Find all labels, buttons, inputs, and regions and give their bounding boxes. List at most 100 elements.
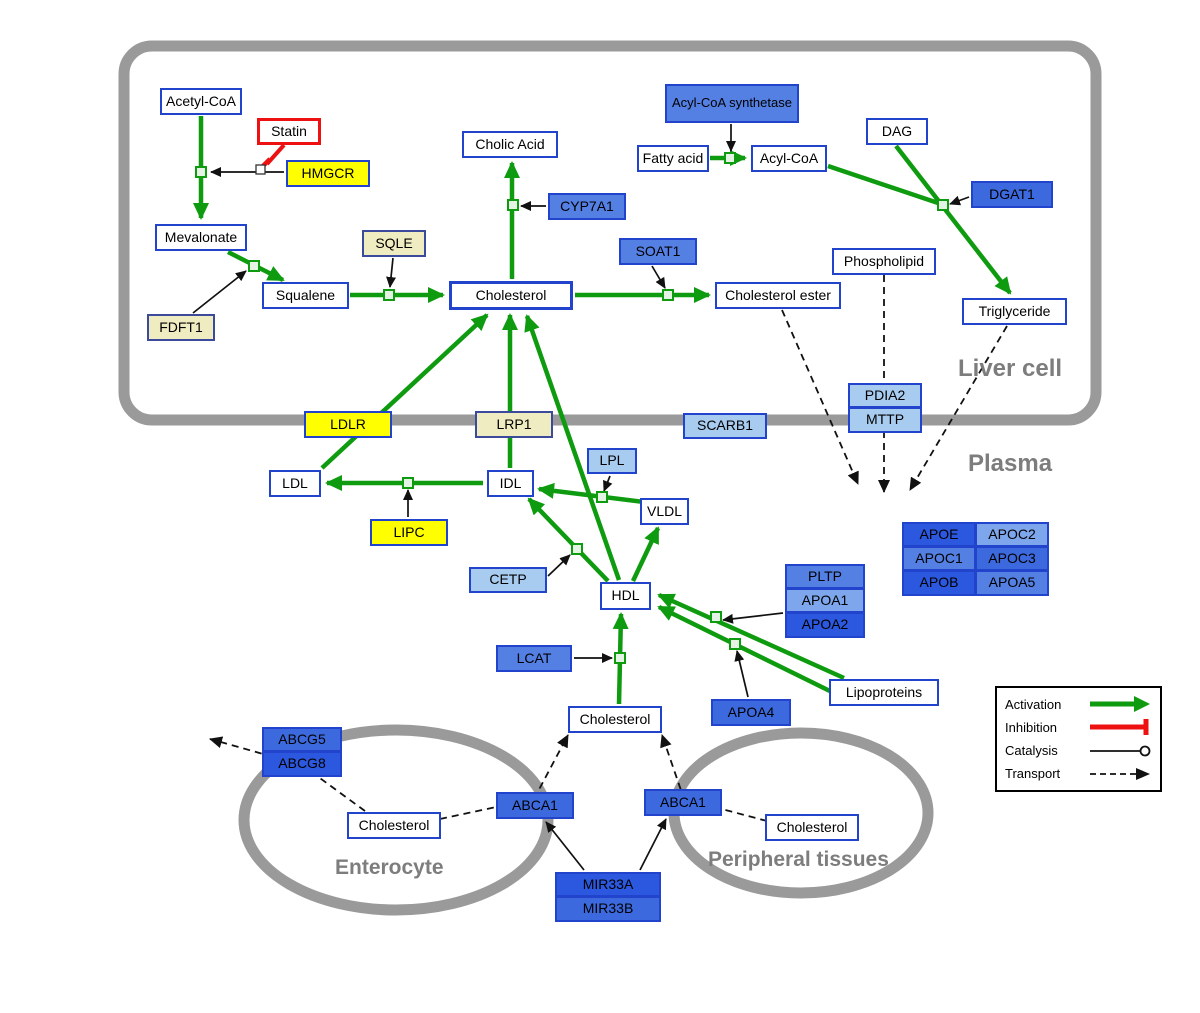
node-cholesterol-peripheral[interactable]: Cholesterol [765,814,859,841]
node-dag[interactable]: DAG [866,118,928,145]
regulation-mir33-abca1-peripheral [639,818,667,871]
node-acyl-coa[interactable]: Acyl-CoA [751,145,827,172]
node-apoa1[interactable]: APOA1 [785,588,865,613]
edge-dag-dgat1junction [894,144,943,206]
edge-junction-triglyceride [942,206,1012,295]
reaction-cetp [571,543,583,555]
statin-target-square [255,164,266,175]
node-scarb1[interactable]: SCARB1 [683,413,767,439]
reaction-fdft1 [248,260,260,272]
legend-transport-label: Transport [1005,766,1061,782]
membranes [118,40,1102,916]
legend-catalysis-label: Catalysis [1005,743,1058,759]
activation-edges [193,116,1012,705]
node-abca1-enterocyte[interactable]: ABCA1 [496,792,574,819]
node-statin[interactable]: Statin [257,118,321,145]
catalysis-soat1 [651,265,666,289]
catalysis-cetp [547,554,571,577]
legend-row-inhibition: Inhibition [1005,716,1152,738]
node-hdl[interactable]: HDL [600,582,651,610]
regulation-mir33-abca1-enterocyte [545,821,585,871]
legend: Activation Inhibition Catalysis Transpor… [995,686,1162,792]
plasma-label: Plasma [968,450,1053,477]
edge-hdl-cholesterol-liver [524,314,622,581]
transport-dashed-arrow-icon [1090,767,1150,780]
reaction-acs [724,152,736,164]
catalysis-sqle [386,257,397,288]
reaction-lpl [596,491,608,503]
peripheral-tissues-label: Peripheral tissues [708,848,889,871]
node-phospholipid[interactable]: Phospholipid [832,248,936,275]
node-apoc1[interactable]: APOC1 [902,546,976,571]
node-abcg5[interactable]: ABCG5 [262,727,342,752]
node-cholesterol-liver[interactable]: Cholesterol [449,281,573,310]
node-cetp[interactable]: CETP [469,567,547,593]
reaction-nodes [195,152,949,664]
reaction-sqle [383,289,395,301]
node-lipc[interactable]: LIPC [370,519,448,546]
node-squalene[interactable]: Squalene [262,282,349,309]
reaction-cyp7a1 [507,199,519,211]
node-abca1-peripheral[interactable]: ABCA1 [644,789,722,816]
node-lipoproteins[interactable]: Lipoproteins [829,679,939,706]
legend-activation-label: Activation [1005,696,1062,712]
enterocyte-label: Enterocyte [335,856,444,879]
node-sqle[interactable]: SQLE [362,230,426,257]
enterocyte-membrane [238,724,554,916]
legend-row-catalysis: Catalysis [1005,740,1152,762]
node-ldlr[interactable]: LDLR [304,411,392,438]
activation-arrow-icon [1090,696,1150,712]
edge-hdl-idl [527,497,610,583]
node-lpl[interactable]: LPL [587,448,637,474]
node-apoc2[interactable]: APOC2 [975,522,1049,547]
node-apoa2[interactable]: APOA2 [785,612,865,638]
node-lcat[interactable]: LCAT [496,645,572,672]
node-mevalonate[interactable]: Mevalonate [155,224,247,251]
node-fatty-acid[interactable]: Fatty acid [637,145,709,172]
transport-triglyceride-plasma [909,325,1008,491]
catalysis-lpl [603,475,613,492]
node-cholesterol-ester[interactable]: Cholesterol ester [715,282,841,309]
node-acetyl-coa[interactable]: Acetyl-CoA [160,88,242,115]
node-fdft1[interactable]: FDFT1 [147,314,215,341]
node-cyp7a1[interactable]: CYP7A1 [548,193,626,220]
node-acyl-coa-synthetase[interactable]: Acyl-CoA synthetase [665,84,799,123]
node-apob[interactable]: APOB [902,570,976,596]
node-dgat1[interactable]: DGAT1 [971,181,1053,208]
node-mir33a[interactable]: MIR33A [555,872,661,897]
node-pltp[interactable]: PLTP [785,564,865,589]
node-cholesterol-plasma[interactable]: Cholesterol [568,706,662,733]
node-vldl[interactable]: VLDL [640,498,689,525]
node-apoe[interactable]: APOE [902,522,976,547]
node-triglyceride[interactable]: Triglyceride [962,298,1067,325]
node-apoc3[interactable]: APOC3 [975,546,1049,571]
edge-lipoproteins-hdl-lower [657,604,839,698]
node-mir33b[interactable]: MIR33B [555,896,661,922]
node-mttp[interactable]: MTTP [848,407,922,433]
node-apoa4[interactable]: APOA4 [711,699,791,726]
node-abcg8[interactable]: ABCG8 [262,751,342,777]
node-idl[interactable]: IDL [487,470,534,497]
node-apoa5[interactable]: APOA5 [975,570,1049,596]
catalysis-dgat1 [949,195,970,206]
node-soat1[interactable]: SOAT1 [619,238,697,265]
node-pdia2[interactable]: PDIA2 [848,383,922,408]
node-hmgcr[interactable]: HMGCR [286,160,370,187]
node-ldl[interactable]: LDL [269,470,321,497]
reaction-dgat1 [937,199,949,211]
node-cholesterol-enterocyte[interactable]: Cholesterol [347,812,441,839]
liver-cell-membrane [118,40,1102,426]
catalysis-apoa-group [722,612,784,624]
catalysis-apoa4 [734,650,749,698]
reaction-lcat [614,652,626,664]
catalysis-edges [192,124,970,871]
legend-row-transport: Transport [1005,763,1152,785]
edge-lipoproteins-hdl-upper [657,592,845,681]
node-cholic-acid[interactable]: Cholic Acid [462,131,558,158]
node-lrp1[interactable]: LRP1 [475,411,553,438]
reaction-apoa-lower [729,638,741,650]
reaction-soat1 [662,289,674,301]
legend-inhibition-label: Inhibition [1005,719,1058,735]
